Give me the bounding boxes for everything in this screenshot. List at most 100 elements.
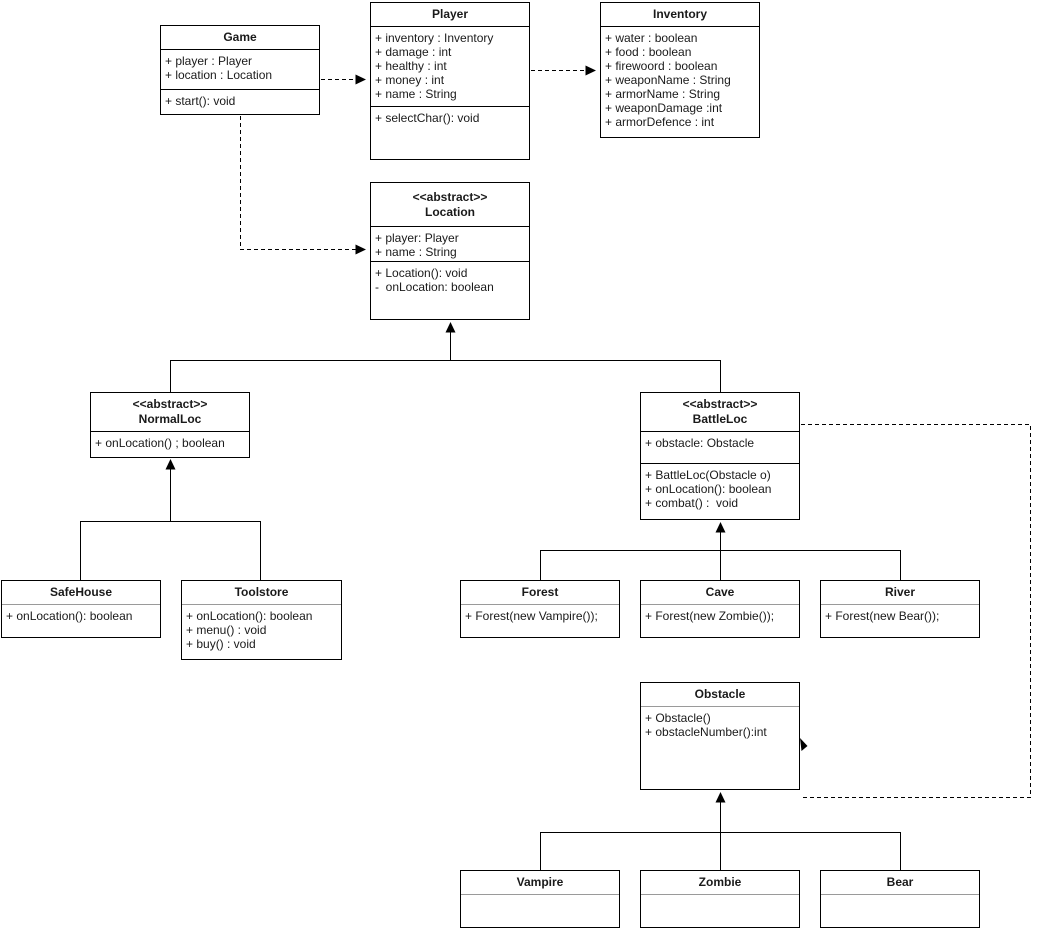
member-line: + name : String <box>375 245 457 259</box>
class-title: Cave <box>641 581 799 604</box>
member-line: + Location(): void <box>375 266 468 280</box>
class-location[interactable]: <<abstract>> Location + player: Player+ … <box>370 182 530 320</box>
member-line: + firewoord : boolean <box>605 59 718 73</box>
methods-compartment: + Forest(new Zombie()); <box>641 604 799 637</box>
class-name: Vampire <box>516 875 564 889</box>
stereotype-label: <<abstract>> <box>412 189 488 204</box>
member-line: + Forest(new Bear()); <box>825 609 940 623</box>
attributes-compartment: + inventory : Inventory+ damage : int+ h… <box>371 26 529 106</box>
methods-compartment: + Location(): void- onLocation: boolean <box>371 261 529 319</box>
member-line: + player : Player <box>165 54 253 68</box>
class-forest[interactable]: Forest + Forest(new Vampire()); <box>460 580 620 638</box>
class-title: Player <box>371 3 529 26</box>
class-title: Forest <box>461 581 619 604</box>
class-name: Forest <box>521 585 559 599</box>
member-line: + BattleLoc(Obstacle o) <box>645 468 771 482</box>
methods-compartment: + BattleLoc(Obstacle o)+ onLocation(): b… <box>641 463 799 519</box>
member-line: + weaponDamage :int <box>605 101 723 115</box>
class-title: Game <box>161 26 319 49</box>
class-name: NormalLoc <box>138 412 202 426</box>
empty-compartment <box>821 894 979 927</box>
member-line: + inventory : Inventory <box>375 31 494 45</box>
member-line: + obstacle: Obstacle <box>645 436 755 450</box>
member-line: + Forest(new Zombie()); <box>645 609 775 623</box>
member-line: + player: Player <box>375 231 459 245</box>
class-name: Cave <box>705 585 735 599</box>
dependency-arrowhead-at-obstacle <box>800 738 808 751</box>
class-river[interactable]: River + Forest(new Bear()); <box>820 580 980 638</box>
methods-compartment: + onLocation(): boolean <box>2 604 160 637</box>
dependency-arrow-game-to-location[interactable] <box>240 116 366 255</box>
class-name: Bear <box>886 875 914 889</box>
class-name: Obstacle <box>694 687 746 701</box>
stereotype-label: <<abstract>> <box>682 397 758 411</box>
member-line: + Forest(new Vampire()); <box>465 609 598 623</box>
member-line: + onLocation() ; boolean <box>95 436 225 450</box>
class-title: <<abstract>> Location <box>371 183 529 226</box>
member-line: + obstacleNumber():int <box>645 725 767 739</box>
class-title: <<abstract>> BattleLoc <box>641 393 799 431</box>
class-title: River <box>821 581 979 604</box>
class-normalloc[interactable]: <<abstract>> NormalLoc + onLocation() ; … <box>90 392 250 458</box>
attributes-compartment: + obstacle: Obstacle <box>641 431 799 463</box>
class-title: Bear <box>821 871 979 894</box>
member-line: + food : boolean <box>605 45 692 59</box>
class-bear[interactable]: Bear <box>820 870 980 928</box>
class-name: BattleLoc <box>692 412 748 426</box>
empty-compartment <box>641 894 799 927</box>
class-name: SafeHouse <box>49 585 113 599</box>
methods-compartment: + onLocation(): boolean+ menu() : void+ … <box>182 604 341 659</box>
class-title: Vampire <box>461 871 619 894</box>
class-title: Obstacle <box>641 683 799 706</box>
methods-compartment: + Forest(new Vampire()); <box>461 604 619 637</box>
member-line: + onLocation(): boolean <box>645 482 772 496</box>
class-name: Player <box>431 7 469 21</box>
class-cave[interactable]: Cave + Forest(new Zombie()); <box>640 580 800 638</box>
dependency-path-battleloc-to-obstacle[interactable] <box>801 424 1031 798</box>
attributes-compartment: + player : Player+ location : Location <box>161 49 319 89</box>
member-line: + onLocation(): boolean <box>6 609 133 623</box>
methods-compartment: + Forest(new Bear()); <box>821 604 979 637</box>
member-line: + water : boolean <box>605 31 698 45</box>
empty-compartment <box>461 894 619 927</box>
member-line: + damage : int <box>375 45 452 59</box>
member-line: + name : String <box>375 87 457 101</box>
member-line: + healthy : int <box>375 59 447 73</box>
class-name: Inventory <box>652 7 707 21</box>
class-safehouse[interactable]: SafeHouse + onLocation(): boolean <box>1 580 161 638</box>
generalization-rail-location-children[interactable] <box>170 360 721 393</box>
class-game[interactable]: Game + player : Player+ location : Locat… <box>160 25 320 115</box>
member-line: + money : int <box>375 73 445 87</box>
attributes-compartment: + water : boolean+ food : boolean+ firew… <box>601 26 759 137</box>
member-line: - onLocation: boolean <box>375 280 494 294</box>
methods-compartment: + Obstacle()+ obstacleNumber():int <box>641 706 799 789</box>
class-inventory[interactable]: Inventory + water : boolean+ food : bool… <box>600 2 760 138</box>
class-title: <<abstract>> NormalLoc <box>91 393 249 431</box>
generalization-rail-normalloc-children[interactable] <box>80 521 261 581</box>
member-line: + weaponName : String <box>605 73 731 87</box>
class-name: Location <box>425 204 475 219</box>
class-name: Zombie <box>698 875 742 889</box>
attributes-compartment: + player: Player+ name : String <box>371 226 529 261</box>
class-battleloc[interactable]: <<abstract>> BattleLoc + obstacle: Obsta… <box>640 392 800 520</box>
member-line: + buy() : void <box>186 637 256 651</box>
class-name: Toolstore <box>234 585 289 599</box>
class-name: Game <box>223 30 257 44</box>
class-obstacle[interactable]: Obstacle + Obstacle()+ obstacleNumber():… <box>640 682 800 790</box>
class-player[interactable]: Player + inventory : Inventory+ damage :… <box>370 2 530 160</box>
methods-compartment: + start(): void <box>161 89 319 114</box>
class-toolstore[interactable]: Toolstore + onLocation(): boolean+ menu(… <box>181 580 342 660</box>
member-line: + selectChar(): void <box>375 111 480 125</box>
class-vampire[interactable]: Vampire <box>460 870 620 928</box>
member-line: + location : Location <box>165 68 273 82</box>
member-line: + armorName : String <box>605 87 721 101</box>
stereotype-label: <<abstract>> <box>132 397 208 411</box>
class-title: SafeHouse <box>2 581 160 604</box>
member-line: + start(): void <box>165 94 236 108</box>
member-line: + combat() : void <box>645 496 739 510</box>
class-zombie[interactable]: Zombie <box>640 870 800 928</box>
member-line: + armorDefence : int <box>605 115 715 129</box>
class-title: Inventory <box>601 3 759 26</box>
class-title: Zombie <box>641 871 799 894</box>
